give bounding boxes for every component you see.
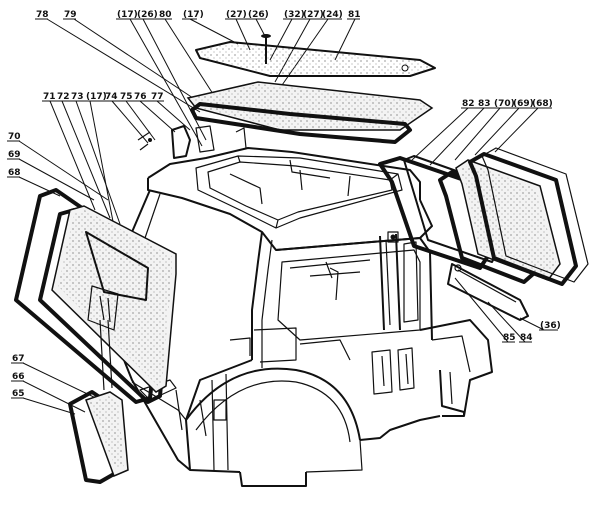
label-69b: (69)	[513, 99, 534, 109]
label-17a: (17)	[117, 10, 138, 20]
label-36: (36)	[540, 321, 561, 331]
label-84: 84	[520, 333, 533, 343]
left-door-glass-assembly	[14, 131, 177, 484]
label-77: 77	[151, 92, 164, 102]
label-71: 71	[43, 92, 56, 102]
label-73: 73	[71, 92, 84, 102]
label-27a: (27)	[226, 10, 247, 20]
label-85: 85	[503, 333, 516, 343]
label-67: 67	[12, 354, 25, 364]
label-78: 78	[36, 10, 49, 20]
label-17b: (17)	[183, 10, 204, 20]
label-82: 82	[462, 99, 475, 109]
label-66: 66	[12, 372, 25, 382]
label-65: 65	[12, 389, 25, 399]
label-69: 69	[8, 150, 21, 160]
label-79: 79	[64, 10, 77, 20]
pillar-fasteners	[171, 125, 247, 159]
label-83: 83	[478, 99, 491, 109]
label-26a: (26)	[137, 10, 158, 20]
label-76: 76	[134, 92, 147, 102]
roof-hatch-assembly	[186, 34, 436, 144]
label-81: 81	[348, 10, 361, 20]
label-80: 80	[159, 10, 172, 20]
label-72: 72	[57, 92, 70, 102]
label-68: 68	[8, 168, 21, 178]
label-68b: (68)	[532, 99, 553, 109]
label-74: 74	[105, 92, 118, 102]
right-rear-window-assembly	[378, 147, 589, 321]
label-26b: (26)	[248, 10, 269, 20]
label-27b: (27)	[303, 10, 324, 20]
label-17c: (17)	[86, 92, 107, 102]
label-32: (32)	[284, 10, 305, 20]
cab-body	[117, 147, 493, 487]
label-24: (24)	[322, 10, 343, 20]
label-70: 70	[8, 132, 21, 142]
label-70b: (70)	[494, 99, 515, 109]
label-75: 75	[120, 92, 133, 102]
